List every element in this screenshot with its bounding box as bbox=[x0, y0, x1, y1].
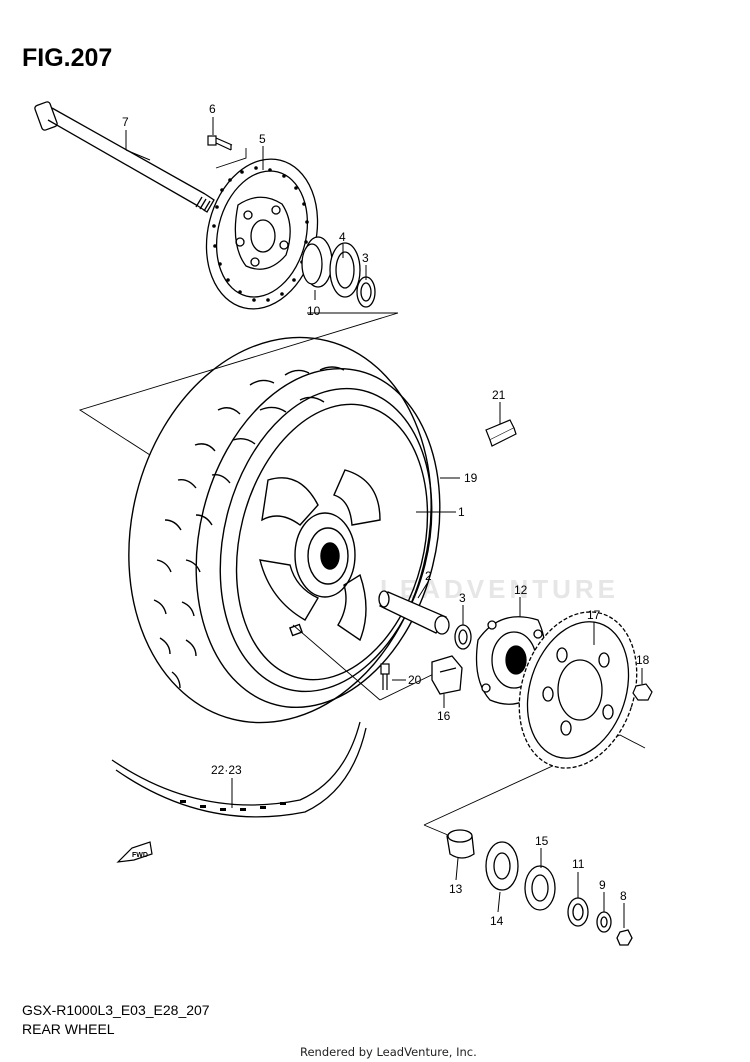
rear-sprocket-part bbox=[518, 611, 638, 769]
leader-lines bbox=[125, 117, 643, 928]
callout-19: 19 bbox=[464, 471, 478, 485]
section-title: REAR WHEEL bbox=[22, 1021, 115, 1037]
figure-title: FIG.207 bbox=[22, 44, 113, 72]
damper-16-part bbox=[431, 655, 463, 695]
callout-18: 18 bbox=[636, 653, 650, 667]
callout-10: 10 bbox=[307, 304, 321, 318]
callout-1: 1 bbox=[458, 505, 465, 519]
collar-13-part bbox=[446, 829, 475, 859]
balance-weight-21-part bbox=[485, 419, 517, 447]
fwd-arrow-icon: FWD bbox=[116, 841, 153, 863]
callout-13: 13 bbox=[449, 882, 463, 896]
callout-6: 6 bbox=[209, 102, 216, 116]
callout-12: 12 bbox=[514, 583, 528, 597]
tire-part bbox=[128, 336, 441, 724]
rim-tape-part bbox=[111, 721, 367, 818]
disc-bolt-part bbox=[207, 135, 233, 151]
bearing-3-part bbox=[356, 276, 376, 308]
callout-2: 2 bbox=[425, 569, 432, 583]
callout-22-23: 22·23 bbox=[211, 763, 242, 777]
callout-17: 17 bbox=[587, 608, 601, 622]
callout-7: 7 bbox=[122, 115, 129, 129]
callout-15: 15 bbox=[535, 834, 549, 848]
callout-5: 5 bbox=[259, 132, 266, 146]
oil-seal-4-part bbox=[329, 242, 361, 298]
fwd-label: FWD bbox=[132, 852, 148, 859]
nut-8-part bbox=[616, 929, 633, 946]
callout-3-lower: 3 bbox=[459, 591, 466, 605]
callout-16: 16 bbox=[437, 709, 451, 723]
brake-disc-part bbox=[205, 158, 319, 310]
render-credit: Rendered by LeadVenture, Inc. bbox=[300, 1045, 477, 1059]
callout-14: 14 bbox=[490, 914, 504, 928]
callout-11: 11 bbox=[572, 857, 585, 871]
washer-9-part bbox=[596, 911, 612, 933]
collar-10-part bbox=[301, 236, 333, 288]
callout-3-upper: 3 bbox=[362, 251, 369, 265]
callout-labels: 7 6 5 4 3 10 21 19 1 2 3 12 17 18 20 16 … bbox=[122, 102, 650, 928]
spacer-11-part bbox=[567, 897, 589, 927]
nut-18-part bbox=[632, 683, 653, 701]
bearing-14-part bbox=[485, 841, 519, 891]
callout-9: 9 bbox=[599, 878, 606, 892]
callout-4: 4 bbox=[339, 230, 346, 244]
stud-20-part bbox=[380, 663, 390, 690]
spacer-2-part bbox=[378, 590, 450, 635]
callout-8: 8 bbox=[620, 889, 627, 903]
watermark: LEADVENTURE bbox=[380, 574, 619, 604]
callout-20: 20 bbox=[408, 673, 422, 687]
callout-21: 21 bbox=[492, 388, 506, 402]
model-code: GSX-R1000L3_E03_E28_207 bbox=[22, 1002, 210, 1018]
bearing-3b-part bbox=[454, 624, 472, 650]
oil-seal-15-part bbox=[524, 865, 556, 911]
